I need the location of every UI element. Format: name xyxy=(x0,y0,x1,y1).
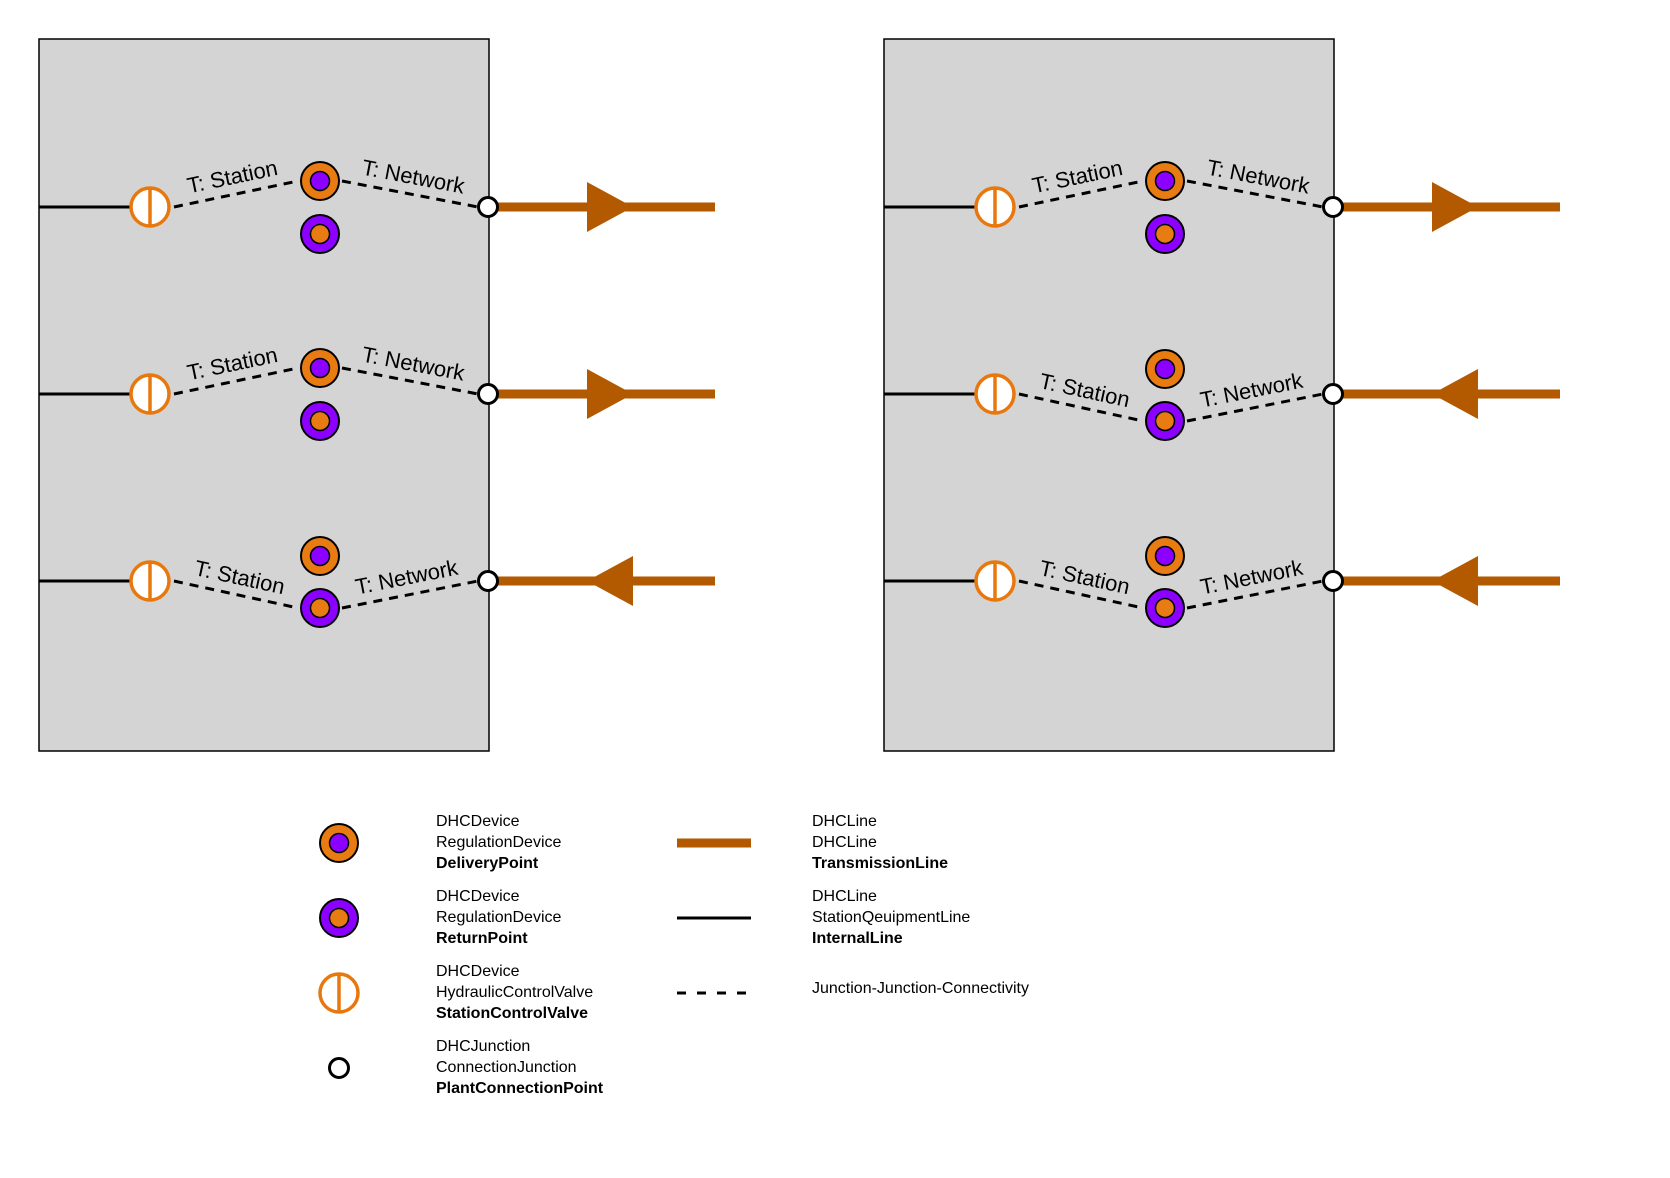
return-point-icon xyxy=(300,588,340,628)
connectivity-station xyxy=(1018,579,1144,610)
plant-connection-point-icon xyxy=(328,1057,350,1079)
legend-class-name: TransmissionLine xyxy=(812,855,948,872)
plant-connection-point-icon xyxy=(477,383,499,405)
legend-type-line: Junction-Junction-Connectivity xyxy=(812,980,1029,997)
return-point-icon xyxy=(319,898,359,938)
delivery-point-inner xyxy=(1154,358,1176,380)
legend-type-line: StationQeuipmentLine xyxy=(812,909,970,926)
legend-class-name: DeliveryPoint xyxy=(436,855,539,872)
delivery-point-icon xyxy=(300,348,340,388)
station-control-valve-icon xyxy=(974,186,1016,228)
legend-class-name: ReturnPoint xyxy=(436,930,528,947)
legend-type-line: HydraulicControlValve xyxy=(436,984,593,1001)
legend-type-line: RegulationDevice xyxy=(436,909,562,926)
flow-in-arrow-icon xyxy=(587,556,633,606)
connectivity-network xyxy=(341,179,479,209)
plant-connection-point-icon xyxy=(477,196,499,218)
connectivity-station xyxy=(173,579,299,610)
plant-connection-point-icon xyxy=(1322,570,1344,592)
return-point-icon xyxy=(1145,588,1185,628)
return-point-inner xyxy=(309,410,331,432)
connectivity-station xyxy=(1018,179,1144,209)
delivery-point-icon xyxy=(319,823,359,863)
delivery-point-icon xyxy=(1145,349,1185,389)
legend-item-connectivity: Junction-Junction-Connectivity xyxy=(677,980,1029,997)
connectivity-network xyxy=(1186,179,1324,209)
return-point-inner xyxy=(309,597,331,619)
connectivity-station xyxy=(1018,392,1144,423)
station-control-valve-icon xyxy=(974,373,1016,415)
connectivity-network xyxy=(341,579,479,610)
delivery-point-inner xyxy=(309,357,331,379)
connectivity-network xyxy=(1186,579,1324,610)
return-point-icon xyxy=(1145,214,1185,254)
connectivity-station xyxy=(173,179,299,209)
legend-class-name: PlantConnectionPoint xyxy=(436,1080,604,1097)
legend-type-line: RegulationDevice xyxy=(436,834,562,851)
legend-item-station-control-valve: DHCDeviceHydraulicControlValveStationCon… xyxy=(318,963,593,1022)
delivery-point-inner xyxy=(309,545,331,567)
delivery-point-icon xyxy=(1145,536,1185,576)
return-point-icon xyxy=(300,401,340,441)
legend-class-name: StationControlValve xyxy=(436,1005,588,1022)
return-point-inner xyxy=(1154,410,1176,432)
flow-out-arrow-icon xyxy=(587,182,633,232)
legend-type-line: DHCLine xyxy=(812,834,877,851)
delivery-point-inner xyxy=(1154,545,1176,567)
flow-in-arrow-icon xyxy=(1432,369,1478,419)
connectivity-station xyxy=(173,366,299,396)
delivery-point-icon xyxy=(300,536,340,576)
station-control-valve-icon xyxy=(974,560,1016,602)
plant-connection-point-icon xyxy=(1322,196,1344,218)
delivery-point-inner xyxy=(328,832,350,854)
station-control-valve-icon xyxy=(318,972,360,1014)
return-point-inner xyxy=(1154,223,1176,245)
plant-connection-point-icon xyxy=(477,570,499,592)
flow-out-arrow-icon xyxy=(1432,182,1478,232)
return-point-inner xyxy=(309,223,331,245)
station-control-valve-icon xyxy=(129,186,171,228)
return-point-inner xyxy=(1154,597,1176,619)
legend-class-name: InternalLine xyxy=(812,930,903,947)
delivery-point-inner xyxy=(1154,170,1176,192)
legend-type-line: DHCLine xyxy=(812,888,877,905)
flow-out-arrow-icon xyxy=(587,369,633,419)
connectivity-network xyxy=(1186,392,1324,423)
return-point-inner xyxy=(328,907,350,929)
legend-item-plant-connection-point: DHCJunctionConnectionJunctionPlantConnec… xyxy=(328,1038,604,1097)
delivery-point-inner xyxy=(309,170,331,192)
plant-connection-point-icon xyxy=(1322,383,1344,405)
legend-type-line: DHCJunction xyxy=(436,1038,530,1055)
station-control-valve-icon xyxy=(129,373,171,415)
legend-type-line: DHCDevice xyxy=(436,963,520,980)
station-control-valve-icon xyxy=(129,560,171,602)
legend-type-line: ConnectionJunction xyxy=(436,1059,577,1076)
connectivity-network xyxy=(341,366,479,396)
delivery-point-icon xyxy=(1145,161,1185,201)
legend-type-line: DHCLine xyxy=(812,813,877,830)
legend-type-line: DHCDevice xyxy=(436,888,520,905)
delivery-point-icon xyxy=(300,161,340,201)
return-point-icon xyxy=(300,214,340,254)
flow-in-arrow-icon xyxy=(1432,556,1478,606)
legend-type-line: DHCDevice xyxy=(436,813,520,830)
legend: DHCDeviceRegulationDeviceDeliveryPointDH… xyxy=(318,813,1029,1097)
return-point-icon xyxy=(1145,401,1185,441)
